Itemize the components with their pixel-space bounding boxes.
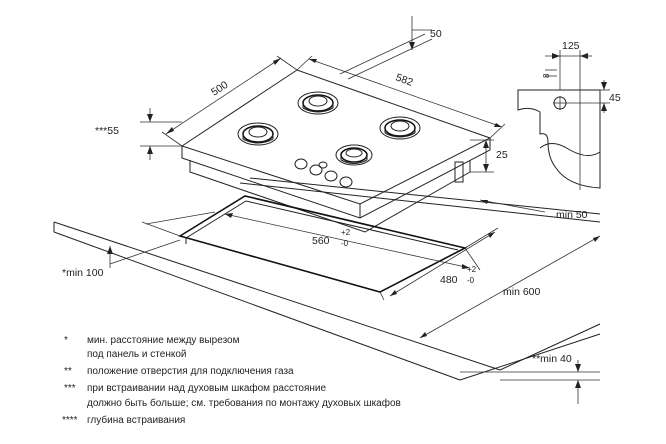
svg-text:***: ***: [64, 383, 76, 394]
svg-text:положение отверстия для подклю: положение отверстия для подключения газа: [87, 366, 294, 377]
svg-text:-0: -0: [467, 276, 475, 285]
svg-text:должно быть больше; см. требов: должно быть больше; см. требования по мо…: [87, 397, 401, 409]
svg-text:50: 50: [430, 28, 442, 40]
burner-left: [237, 122, 279, 146]
dim-500: 500: [161, 55, 298, 147]
burner-rear: [297, 91, 339, 115]
svg-text:***55: ***55: [95, 125, 119, 137]
wall-line-2: [239, 182, 601, 223]
svg-text:min 50: min 50: [556, 209, 588, 221]
control-knobs: [294, 158, 353, 188]
dim-560-line: [224, 213, 471, 269]
countertop-front-lower-edge: [53, 231, 461, 381]
svg-text:при встраивании над духовым шк: при встраивании над духовым шкафом расст…: [87, 382, 326, 394]
gas-connector: [454, 161, 464, 183]
note-2: ** положение отверстия для подключения г…: [64, 366, 294, 377]
svg-text:8: 8: [542, 73, 551, 78]
dim-min-100: *min 100: [62, 239, 181, 279]
svg-text:*min 100: *min 100: [62, 267, 104, 279]
svg-text:25: 25: [496, 149, 508, 161]
countertop-front-edge: [53, 221, 501, 371]
dim-min-600: min 600: [419, 235, 601, 339]
knob-3: [324, 170, 338, 182]
svg-text:*: *: [64, 335, 68, 346]
svg-text:****: ****: [62, 415, 78, 426]
svg-text:**: **: [64, 366, 72, 377]
dim-min-50: min 50: [479, 199, 588, 221]
svg-text:480: 480: [440, 274, 458, 286]
dim-582: 582: [296, 55, 506, 139]
burners: [237, 91, 421, 166]
footnotes: * мин. расстояние между вырезом под пане…: [62, 335, 401, 426]
svg-text:500: 500: [209, 79, 230, 99]
dim-25: 25: [470, 139, 508, 173]
note-1: * мин. расстояние между вырезом под пане…: [64, 335, 240, 360]
dim-480: 480 +2 -0: [379, 227, 499, 301]
svg-text:582: 582: [394, 72, 415, 89]
connector-detail: 125 8 45: [517, 40, 621, 190]
svg-text:под панель и стенкой: под панель и стенкой: [87, 349, 186, 360]
svg-text:глубина встраивания: глубина встраивания: [87, 414, 185, 426]
svg-text:мин. расстояние между вырезом: мин. расстояние между вырезом: [87, 335, 240, 346]
svg-text:-0: -0: [341, 239, 349, 248]
knob-1: [294, 158, 308, 170]
svg-text:+2: +2: [467, 265, 477, 274]
burner-front: [335, 144, 373, 166]
countertop-right-edge: [499, 323, 601, 371]
note-3: *** при встраивании над духовым шкафом р…: [64, 382, 401, 409]
note-4: **** глубина встраивания: [62, 414, 185, 426]
dim-50-top: 50: [339, 16, 442, 80]
knob-2: [309, 164, 323, 176]
svg-text:**min 40: **min 40: [532, 353, 572, 365]
knob-4: [339, 176, 353, 188]
burner-right: [379, 116, 421, 140]
ignition-button: [318, 161, 328, 169]
dim-min-40: **min 40: [460, 353, 600, 404]
hob-body: [180, 69, 492, 233]
svg-text:560: 560: [312, 235, 330, 247]
dim-55: ***55: [95, 108, 182, 160]
svg-text:+2: +2: [341, 228, 351, 237]
detail-body: [517, 89, 601, 189]
svg-text:45: 45: [609, 92, 621, 104]
wall-line-1: [249, 177, 601, 215]
svg-text:min 600: min 600: [503, 286, 541, 298]
dim-480-line: [389, 231, 496, 297]
svg-text:125: 125: [562, 40, 580, 52]
dim-560: 560 +2 -0: [141, 211, 481, 271]
